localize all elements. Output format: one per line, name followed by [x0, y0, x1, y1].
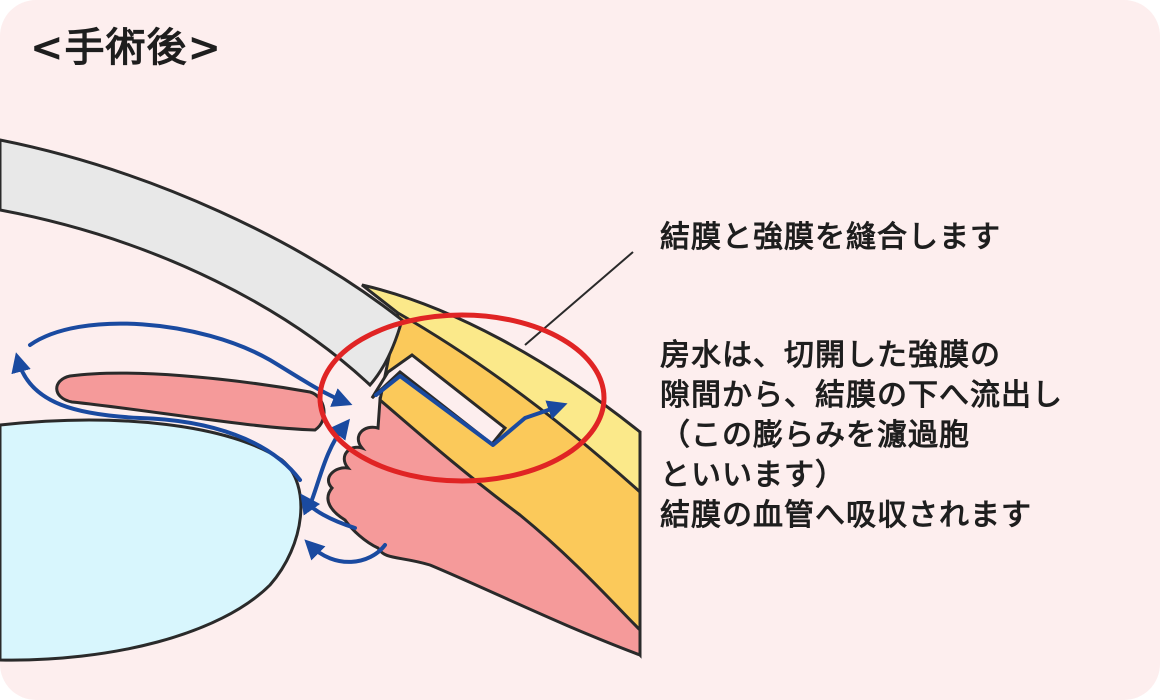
aqueous-flow-label-line: （この膨らみを濾過胞: [660, 418, 970, 453]
iris: [55, 371, 326, 432]
aqueous-flow-arrow: [304, 539, 387, 564]
aqueous-flow-label-line: といいます）: [660, 458, 846, 493]
aqueous-flow-arrow: [28, 321, 353, 407]
suture-label: 結膜と強膜を縫合します: [660, 220, 1001, 255]
ciliary-body: [326, 396, 642, 658]
aqueous-flow-label: 房水は、切開した強膜の 隙間から、結膜の下へ流出し （この膨らみを濾過胞 といい…: [660, 336, 1063, 536]
scleral-incision: [370, 353, 508, 447]
aqueous-flow-arrows: [11, 321, 568, 564]
aqueous-flow-label-line: 隙間から、結膜の下へ流出し: [660, 378, 1063, 413]
aqueous-flow-arrow: [300, 493, 357, 530]
aqueous-flow-label-line: 房水は、切開した強膜の: [660, 338, 1001, 373]
cornea: [0, 138, 404, 388]
highlight-circle: [317, 312, 607, 484]
aqueous-flow-arrow: [11, 352, 302, 482]
lens: [0, 418, 303, 662]
diagram-title: <手術後>: [30, 25, 223, 71]
aqueous-flow-label-line: 結膜の血管へ吸収されます: [660, 498, 1032, 533]
aqueous-flow-arrow: [374, 374, 568, 447]
